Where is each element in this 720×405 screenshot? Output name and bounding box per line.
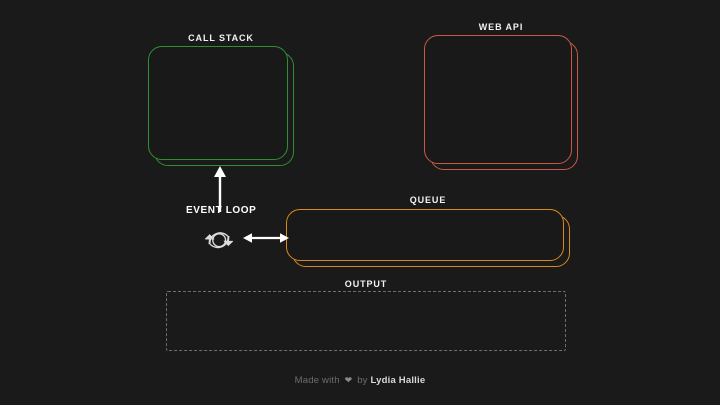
web-api-panel[interactable] xyxy=(424,35,578,170)
event-loop-label: EVENT LOOP xyxy=(186,205,257,216)
footer-credit: Made with ❤ by Lydia Hallie xyxy=(0,375,720,386)
call-stack-inner-frame xyxy=(148,46,288,160)
arrow-up-to-call-stack xyxy=(211,166,229,212)
output-panel[interactable] xyxy=(166,291,566,351)
heart-icon: ❤ xyxy=(344,375,353,385)
arrow-left-right-event-loop-queue xyxy=(243,231,289,245)
output-label: OUTPUT xyxy=(344,279,388,289)
call-stack-panel[interactable] xyxy=(148,46,294,166)
queue-label: QUEUE xyxy=(409,195,447,205)
web-api-inner-frame xyxy=(424,35,572,164)
footer-author[interactable]: Lydia Hallie xyxy=(370,375,426,386)
queue-panel[interactable] xyxy=(286,209,570,267)
output-text xyxy=(167,292,565,308)
call-stack-label: CALL STACK xyxy=(188,33,254,43)
circular-arrows-icon xyxy=(197,218,242,262)
footer-middle: by xyxy=(357,375,368,386)
web-api-label: WEB API xyxy=(478,22,524,32)
footer-prefix: Made with xyxy=(294,375,340,386)
queue-inner-frame xyxy=(286,209,564,261)
